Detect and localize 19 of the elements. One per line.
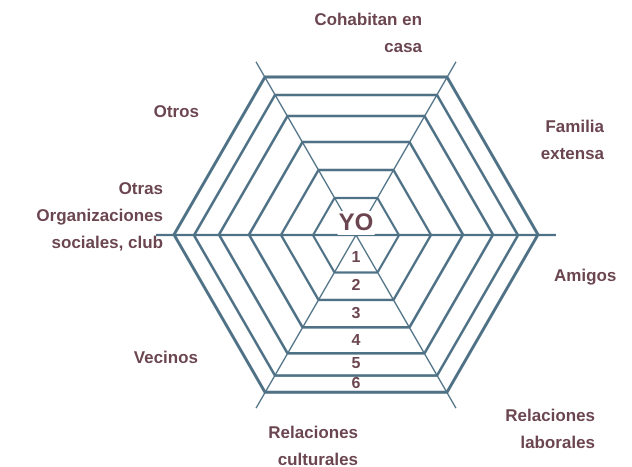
sector-label: Otros xyxy=(152,101,199,123)
sector-label: Relaciones culturales xyxy=(268,422,358,467)
sector-label: Vecinos xyxy=(132,347,198,369)
hexagon-ring xyxy=(281,170,431,300)
hexagon-ring xyxy=(313,198,399,272)
sector-label: Relaciones laborales xyxy=(505,405,595,454)
hexagon-ring xyxy=(249,142,463,328)
sector-label: Cohabitan en casa xyxy=(313,9,422,58)
ring-number: 6 xyxy=(352,376,360,392)
sector-label: Amigos xyxy=(554,265,618,287)
hexagon-ring xyxy=(219,116,493,354)
ring-number: 1 xyxy=(352,250,360,266)
sector-label: Otras Organizaciones sociales, club xyxy=(36,178,163,254)
ring-number: 4 xyxy=(352,332,360,349)
center-label: YO xyxy=(338,210,374,235)
ring-number: 3 xyxy=(352,306,360,322)
ring-number: 2 xyxy=(352,278,360,294)
ring-number: 5 xyxy=(352,356,360,372)
sector-label: Familia extensa xyxy=(540,116,604,165)
